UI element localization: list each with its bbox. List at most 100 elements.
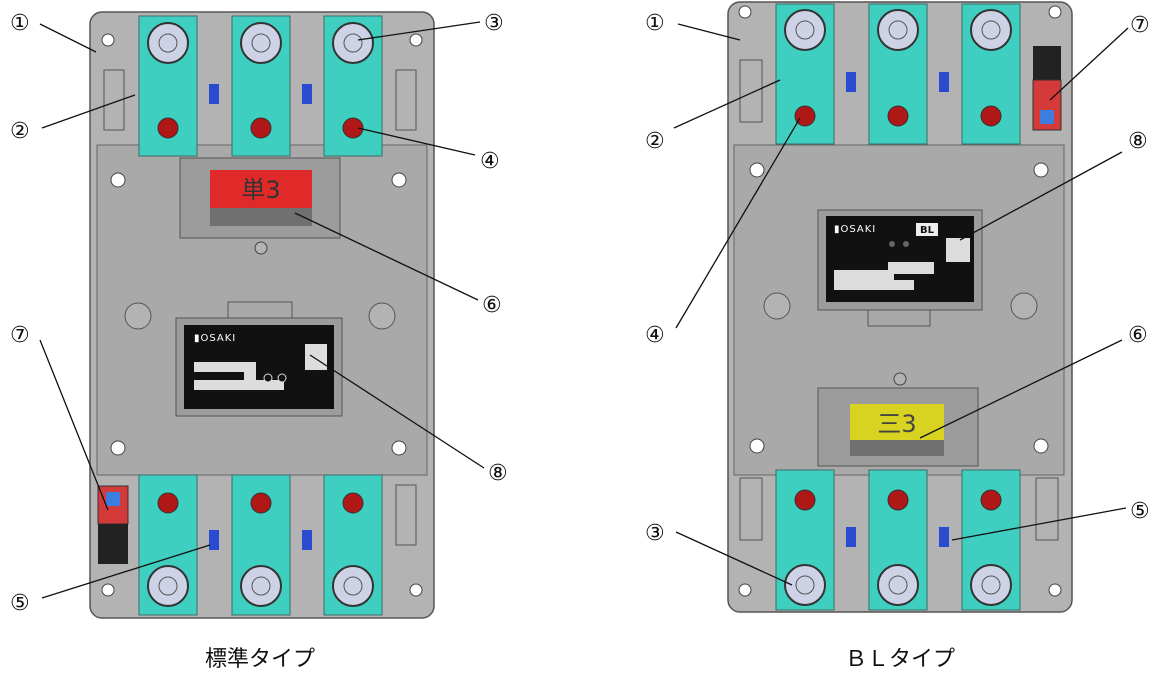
boss	[763, 292, 791, 320]
terminal-screw	[784, 9, 826, 51]
nameplate-square	[946, 238, 970, 262]
blue-connector	[939, 72, 949, 92]
terminal-screw	[147, 22, 189, 64]
osaki-logo: ▮OSAKI	[194, 333, 236, 344]
standard-type-meter: 単3 ▮OSAKI	[89, 11, 435, 619]
mount-hole	[391, 172, 407, 188]
side-bracket	[1035, 477, 1059, 541]
caption-standard: 標準タイプ	[205, 647, 315, 672]
mount-hole	[110, 172, 126, 188]
osaki-logo: ▮OSAKI	[834, 224, 876, 235]
callout-7: ⑦	[1130, 13, 1150, 38]
nameplate-tab	[227, 301, 293, 321]
mount-hole	[738, 583, 752, 597]
mount-hole	[101, 33, 115, 47]
terminal-screw	[240, 565, 282, 607]
caption-bl: ＢＬタイプ	[845, 647, 955, 672]
terminal-screw-center	[888, 20, 908, 40]
terminal-screw-center	[343, 576, 363, 596]
bottom-terminal-row	[775, 469, 1021, 611]
terminal-screw-center	[981, 20, 1001, 40]
mount-hole	[101, 583, 115, 597]
callout-8: ⑧	[488, 461, 508, 486]
bl-callout-lines	[673, 23, 1129, 586]
red-seal-dot	[980, 489, 1002, 511]
nameplate-bar	[834, 270, 894, 282]
callout-4: ④	[480, 149, 500, 174]
terminal-screw	[970, 564, 1012, 606]
mount-hole	[409, 583, 423, 597]
terminal-screw	[240, 22, 282, 64]
blue-connector	[209, 530, 219, 550]
callout-2: ②	[645, 129, 665, 154]
indicator-red-window	[210, 170, 312, 208]
bl-badge	[916, 223, 938, 236]
callout-line	[39, 339, 109, 511]
module-dark	[1033, 46, 1061, 80]
mount-hole	[1033, 438, 1049, 454]
blue-connector	[302, 84, 312, 104]
blue-connector	[209, 84, 219, 104]
red-seal-dot	[157, 492, 179, 514]
callout-line	[673, 79, 781, 129]
callout-2: ②	[10, 119, 30, 144]
boss	[1010, 292, 1038, 320]
callout-line	[41, 544, 211, 599]
mount-hole	[749, 162, 765, 178]
nameplate-bar	[194, 362, 256, 372]
nameplate-dot	[889, 241, 895, 247]
bottom-terminal-row	[138, 474, 383, 616]
callout-4: ④	[645, 323, 665, 348]
module-blue	[1040, 110, 1054, 124]
terminal-screw	[877, 9, 919, 51]
terminal-screw-center	[158, 33, 178, 53]
callout-line	[1049, 27, 1129, 101]
red-seal-dot	[794, 105, 816, 127]
callout-7: ⑦	[10, 323, 30, 348]
bl-callouts: ① ② ③ ④ ⑤ ⑥ ⑦ ⑧	[645, 11, 1150, 546]
callout-line	[675, 531, 793, 586]
terminal-screw	[332, 565, 374, 607]
callout-line	[919, 339, 1123, 439]
indicator-text: 三3	[877, 410, 916, 438]
terminal-screw-center	[888, 575, 908, 595]
blue-connector	[846, 527, 856, 547]
callout-3: ③	[484, 11, 504, 36]
terminal-screw-center	[343, 33, 363, 53]
bl-type-meter: ▮OSAKI BL 三3	[727, 1, 1073, 613]
nameplate-dot	[903, 241, 909, 247]
terminal-screw-center	[795, 575, 815, 595]
callout-line	[39, 23, 97, 53]
terminal-screw-center	[251, 576, 271, 596]
callout-line	[294, 212, 479, 301]
top-terminal-row	[138, 15, 383, 157]
callout-5: ⑤	[1130, 499, 1150, 524]
nameplate-square	[305, 344, 327, 370]
boss	[124, 302, 152, 330]
nameplate-dot	[277, 373, 287, 383]
blue-connector	[939, 527, 949, 547]
terminal-screw	[332, 22, 374, 64]
red-seal-dot	[794, 489, 816, 511]
side-bracket	[103, 69, 125, 131]
callout-line	[357, 127, 476, 156]
callout-line	[951, 507, 1127, 541]
terminal-screw	[877, 564, 919, 606]
nameplate-bar	[244, 362, 256, 390]
terminal-screw-center	[158, 576, 178, 596]
callout-6: ⑥	[1128, 323, 1148, 348]
module-dark	[98, 524, 128, 564]
seal-screw	[893, 372, 907, 386]
indicator-grey-window	[850, 440, 944, 456]
mount-hole	[1048, 583, 1062, 597]
red-seal-dot	[342, 117, 364, 139]
boss	[368, 302, 396, 330]
bl-badge-text: BL	[920, 225, 935, 236]
side-bracket	[739, 59, 763, 123]
callout-line	[357, 21, 481, 41]
indicator-grey-window	[210, 208, 312, 226]
mount-hole	[1033, 162, 1049, 178]
callout-line	[677, 23, 741, 41]
blue-connector	[846, 72, 856, 92]
